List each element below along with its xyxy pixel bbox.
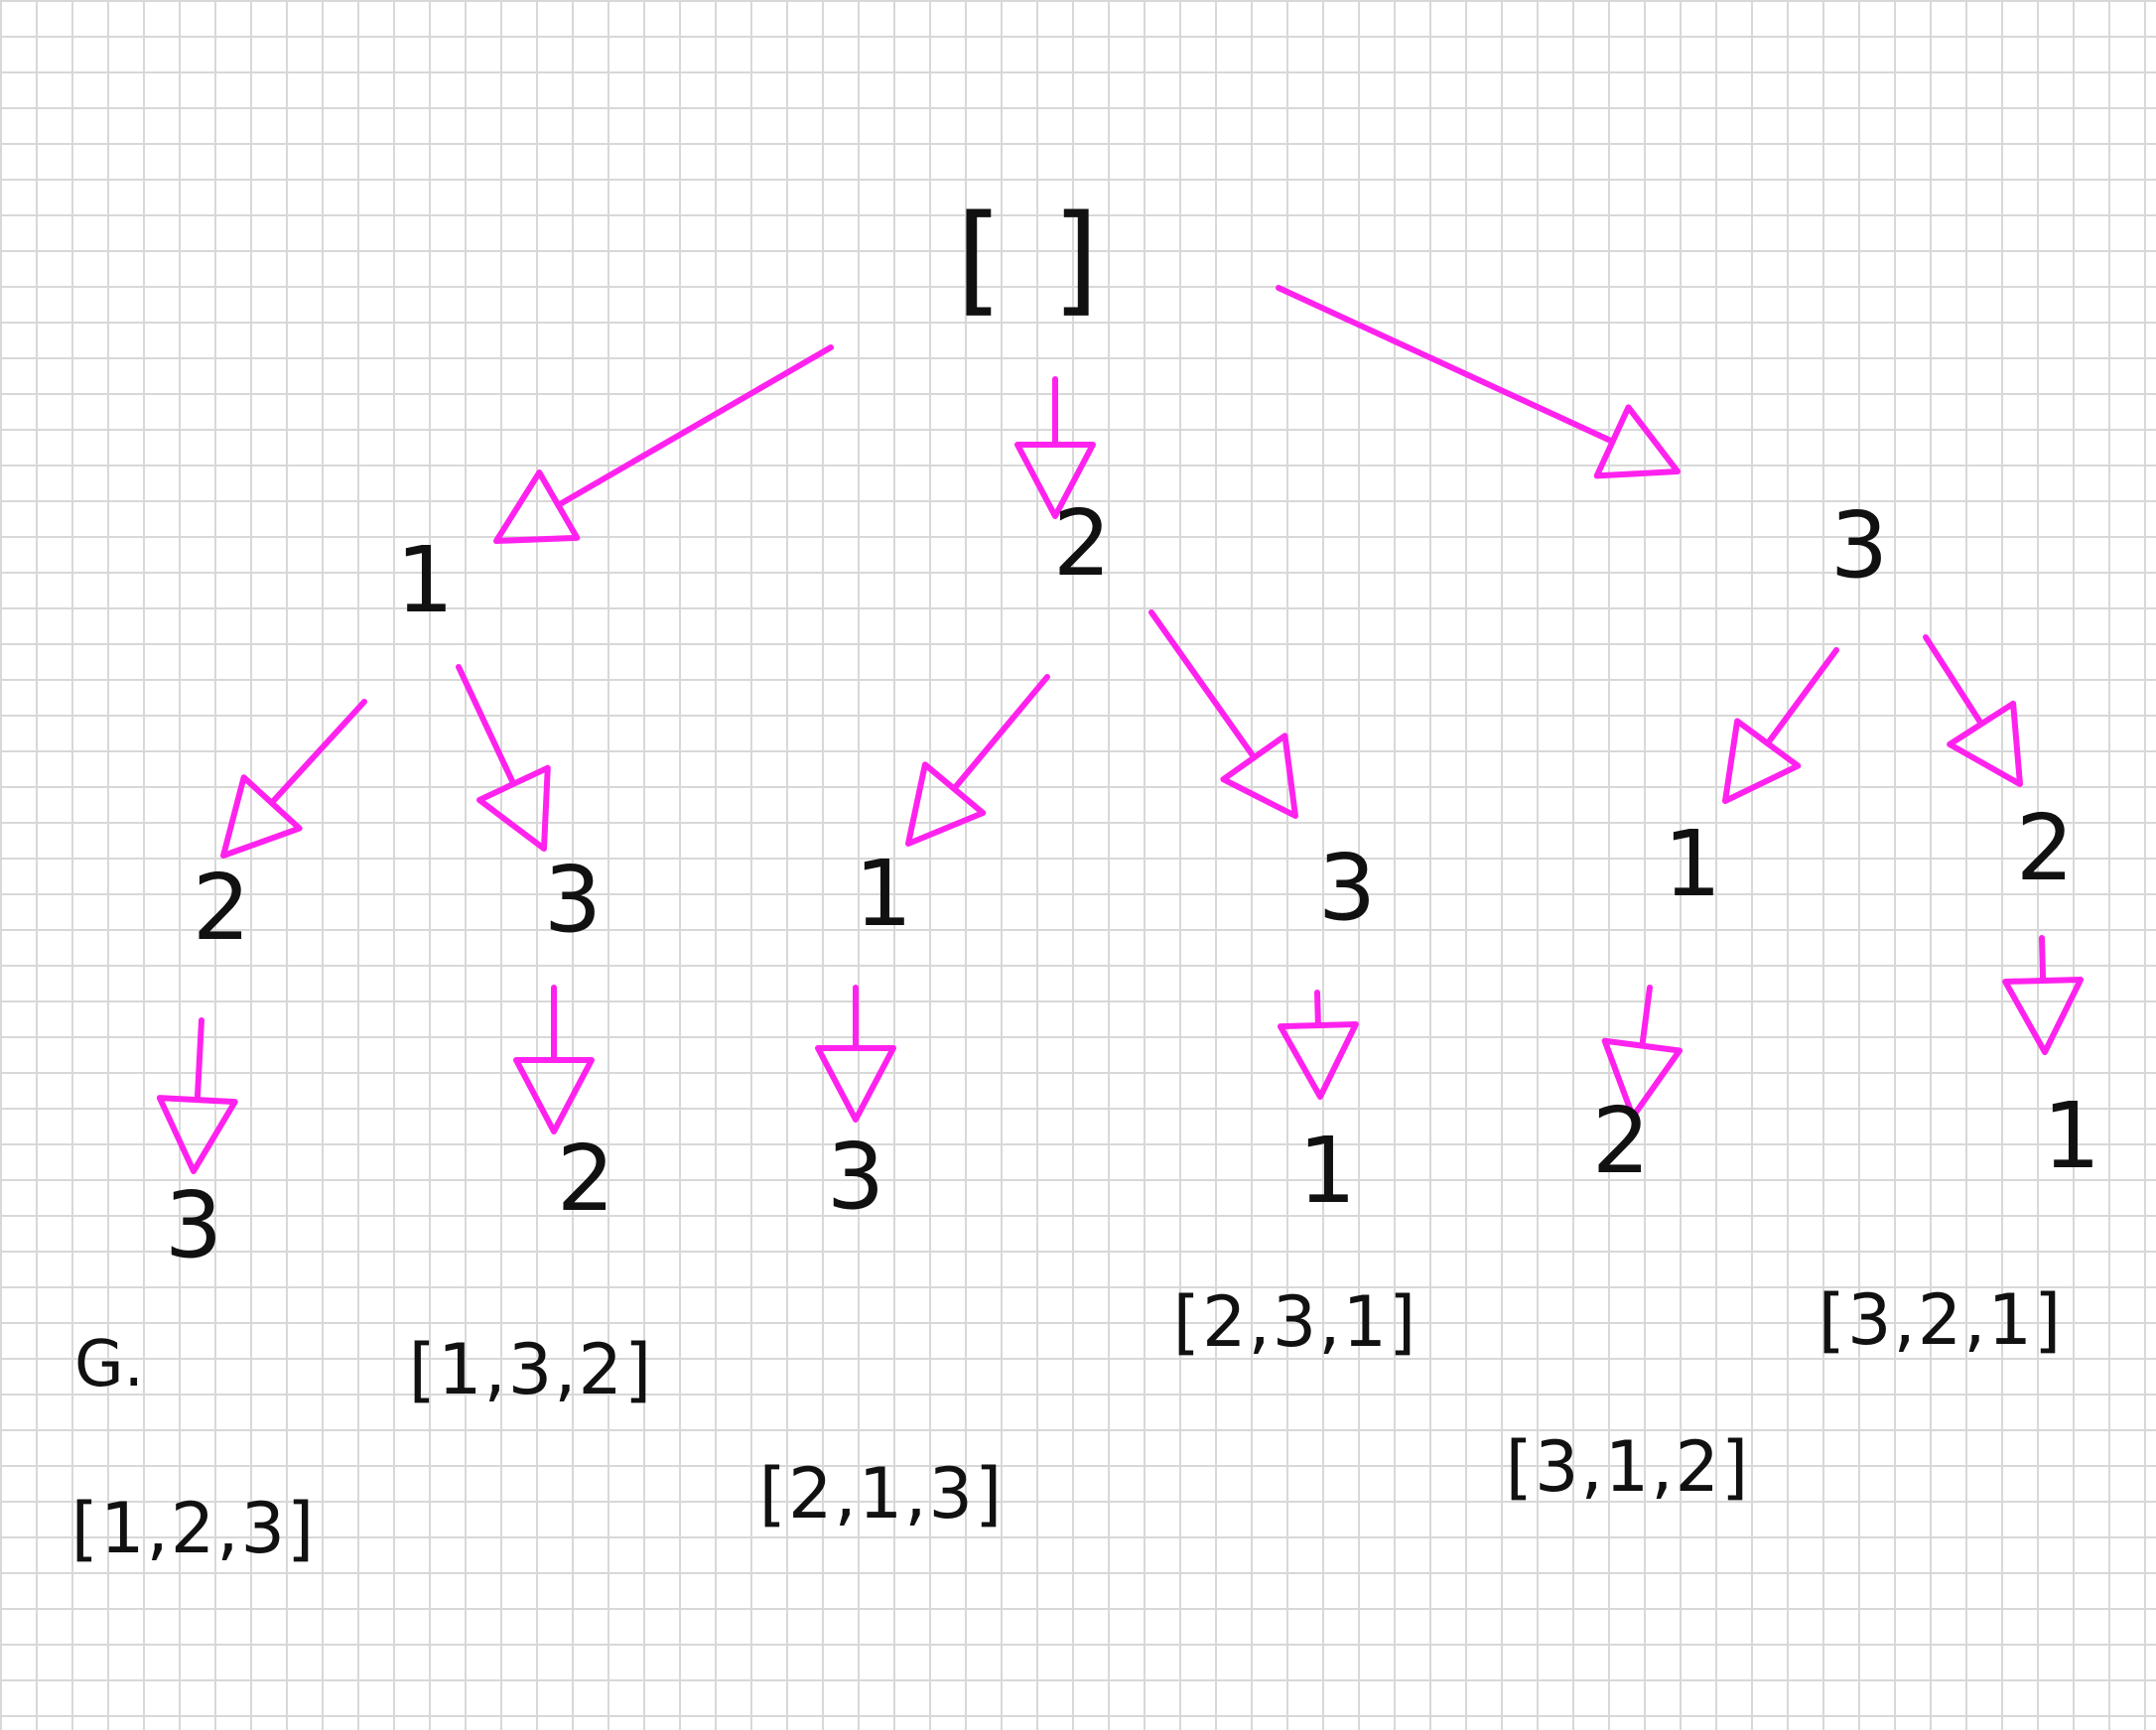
arrowhead — [815, 1045, 896, 1123]
edge-line — [1314, 990, 1321, 1029]
result-permutation-6: [3,2,1] — [1818, 1279, 2064, 1361]
note-label: G. — [74, 1328, 144, 1401]
result-permutation-5: [3,1,2] — [1505, 1426, 1751, 1508]
edge-line — [194, 1017, 204, 1104]
level3-node-2: 2 — [556, 1126, 615, 1232]
root-node: [ ] — [956, 191, 1105, 329]
arrowhead — [1722, 718, 1802, 804]
level3-node-3: 3 — [826, 1124, 885, 1230]
edge-arrow — [456, 664, 551, 852]
edge-arrow — [156, 1017, 238, 1174]
edge-arrow — [1277, 990, 1359, 1100]
edge-arrow — [1923, 634, 2023, 787]
level3-node-1: 3 — [164, 1172, 223, 1278]
level1-node-2: 2 — [1052, 490, 1112, 597]
edge-line — [951, 674, 1050, 792]
arrowhead — [1277, 1020, 1359, 1100]
edge-arrow — [513, 985, 595, 1134]
level2-node-6: 2 — [2015, 795, 2075, 901]
edge-line — [1276, 285, 1616, 445]
edge-arrow — [1722, 647, 1839, 804]
edge-line — [555, 344, 834, 508]
arrowhead — [475, 764, 551, 852]
arrowhead — [1593, 404, 1681, 479]
level2-node-1: 2 — [192, 855, 251, 961]
level2-node-2: 3 — [543, 847, 603, 953]
edge-line — [1923, 634, 1985, 728]
arrowhead — [1220, 732, 1298, 819]
result-permutation-3: [2,1,3] — [758, 1453, 1005, 1534]
level2-node-5: 1 — [1663, 811, 1722, 917]
arrowhead — [1014, 442, 1096, 519]
arrowhead — [513, 1057, 595, 1134]
edge-arrow — [493, 344, 834, 544]
arrowhead — [2002, 977, 2085, 1055]
arrowhead — [156, 1095, 238, 1174]
level1-node-1: 1 — [395, 527, 455, 633]
level2-node-3: 1 — [854, 841, 913, 947]
edge-line — [268, 699, 367, 806]
level2-node-4: 3 — [1317, 835, 1377, 941]
level3-node-5: 2 — [1591, 1088, 1651, 1194]
result-permutation-2: [1,3,2] — [408, 1329, 654, 1410]
edge-arrow — [1601, 985, 1684, 1120]
level3-node-4: 1 — [1297, 1118, 1357, 1224]
arrowhead — [220, 774, 303, 859]
edge-line — [1639, 985, 1653, 1049]
edge-arrow — [1276, 285, 1681, 479]
edge-line — [1764, 647, 1839, 747]
edge-line — [2039, 935, 2047, 985]
edge-arrow — [1148, 609, 1298, 819]
edge-arrow — [1014, 376, 1096, 519]
edge-arrow — [815, 985, 896, 1123]
result-permutation-1: [1,2,3] — [70, 1488, 317, 1569]
arrowhead — [905, 761, 987, 847]
edge-line — [456, 664, 517, 787]
edge-arrow — [220, 699, 367, 859]
result-permutation-4: [2,3,1] — [1172, 1281, 1418, 1363]
edge-line — [1148, 609, 1258, 761]
edge-arrow — [2002, 935, 2085, 1055]
edge-arrow — [905, 674, 1050, 847]
level1-node-3: 3 — [1829, 492, 1889, 599]
arrowhead — [1947, 700, 2023, 787]
arrowhead — [1601, 1037, 1684, 1120]
level3-node-6: 1 — [2042, 1083, 2101, 1189]
arrowhead — [493, 469, 581, 544]
